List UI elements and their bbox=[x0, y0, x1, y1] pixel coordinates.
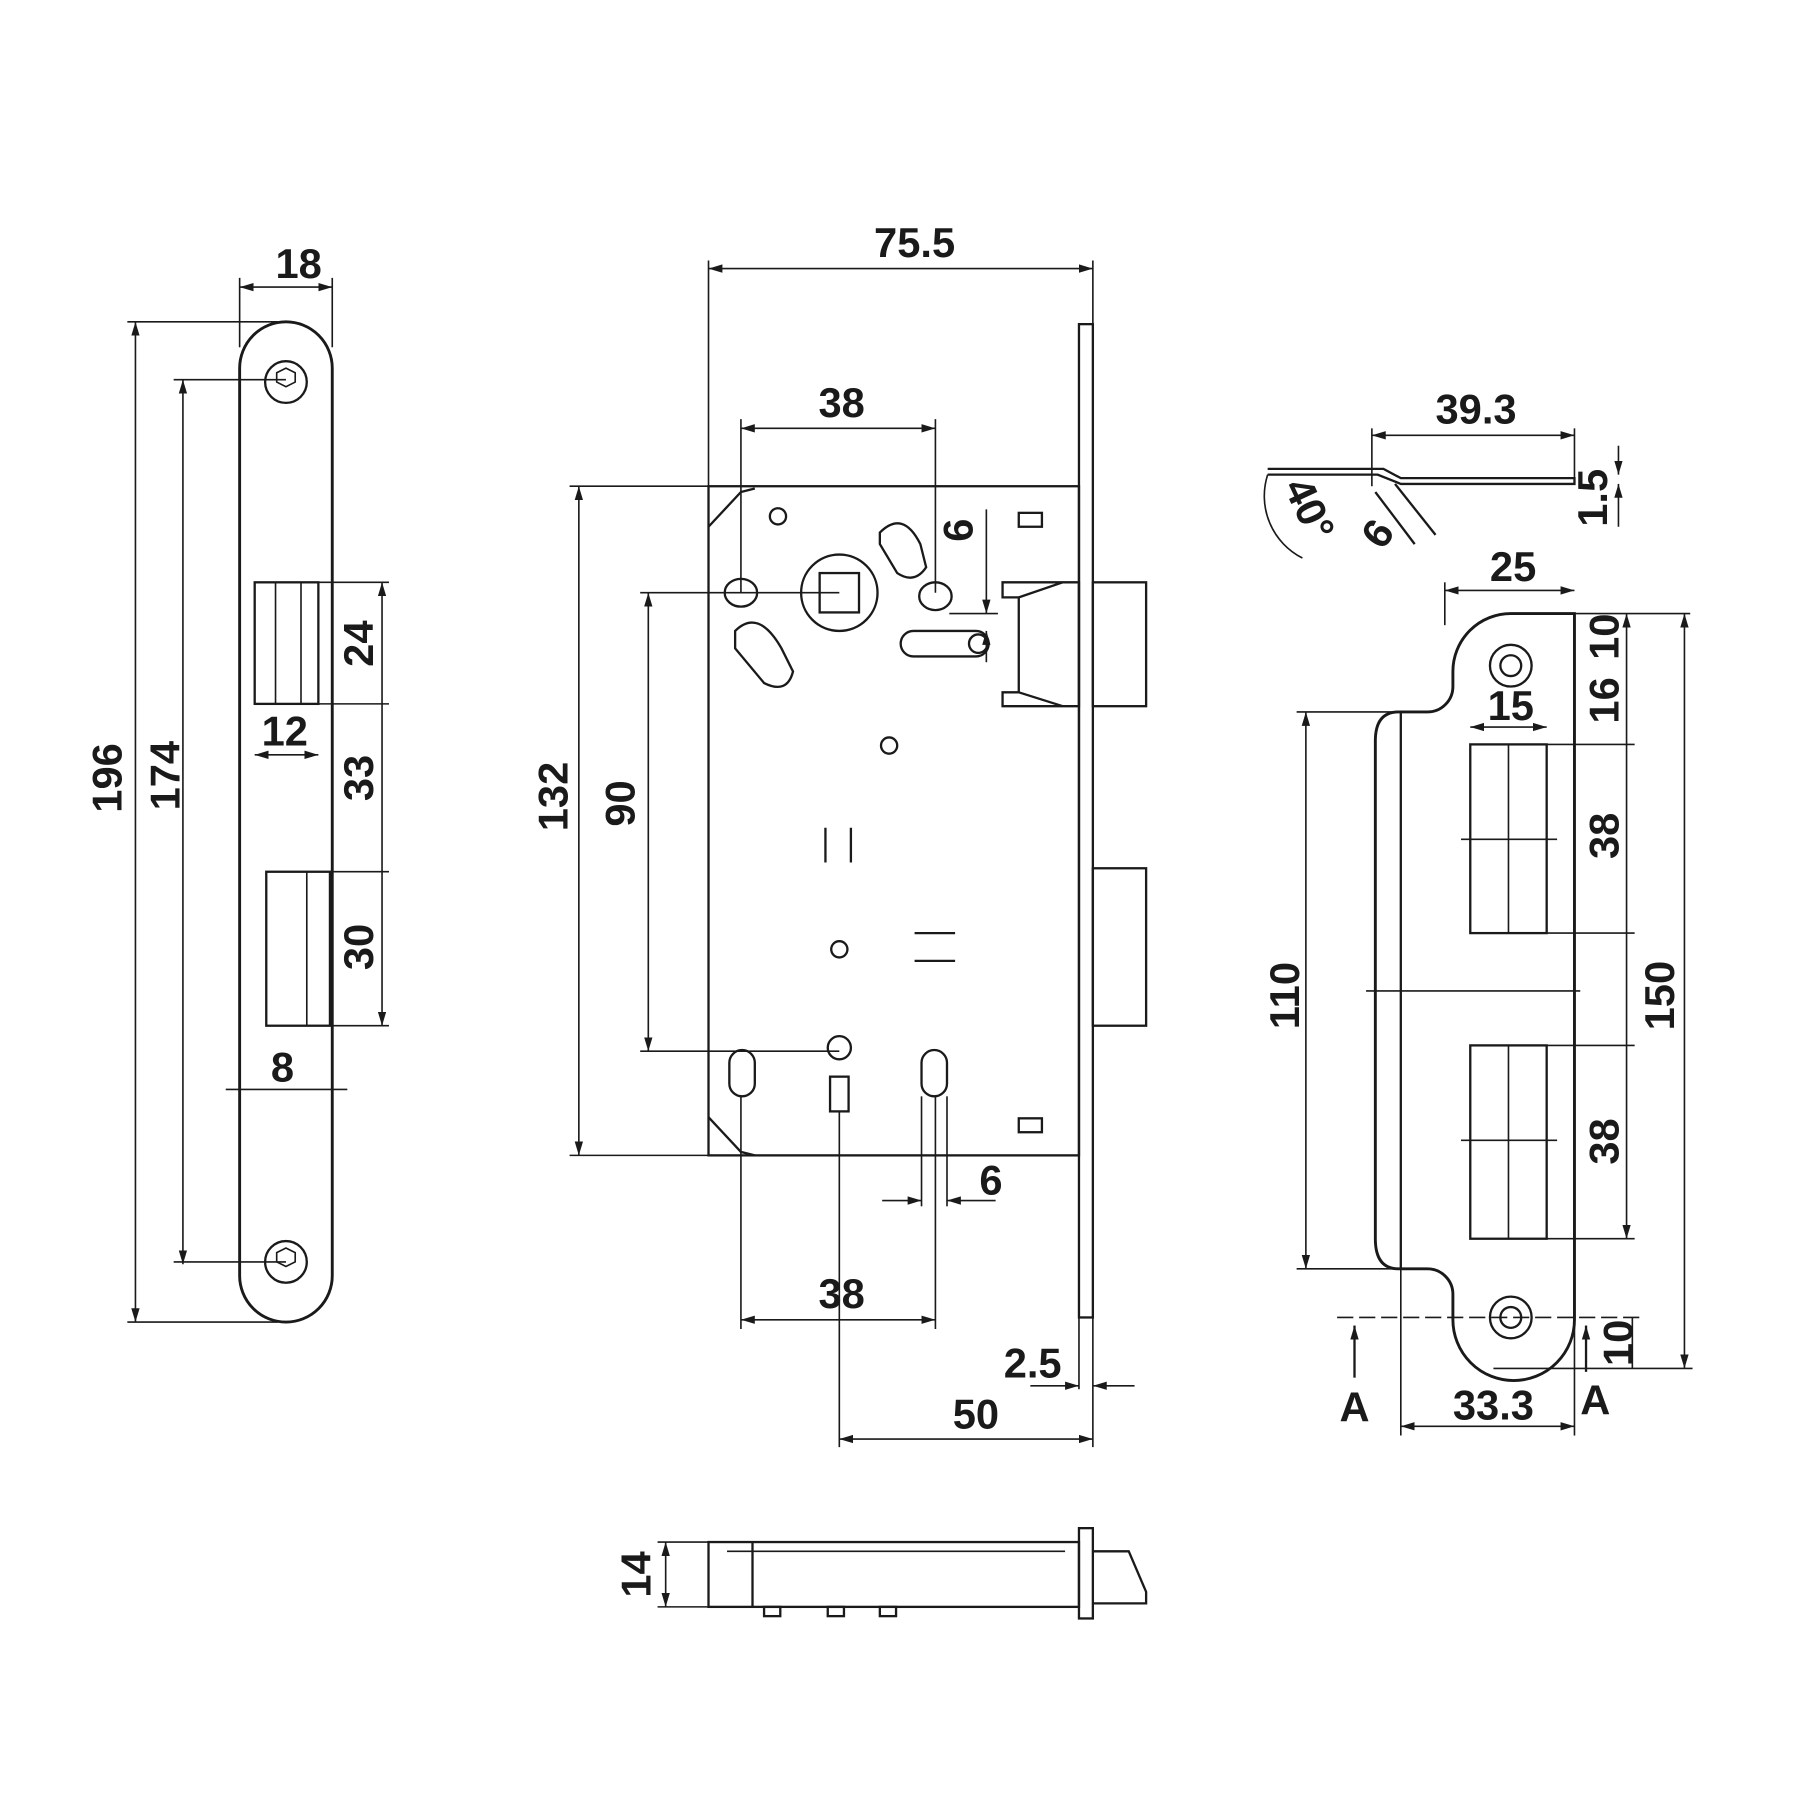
dim-latch-height: 24 bbox=[335, 621, 382, 667]
lock-bottom-view: 14 bbox=[613, 1526, 1148, 1620]
dim-16: 16 bbox=[1580, 677, 1627, 723]
dim-gap: 33 bbox=[335, 755, 382, 801]
latch-bolt bbox=[1091, 581, 1148, 708]
dim-bottom-10: 10 bbox=[1594, 1320, 1641, 1366]
dim-total-height: 150 bbox=[1636, 961, 1683, 1031]
dim-thickness: 1.5 bbox=[1569, 469, 1616, 527]
dim-opening-width: 15 bbox=[1488, 682, 1534, 729]
dim-bottom-38: 38 bbox=[818, 1270, 864, 1317]
strike-plate-view: 25 10 16 15 38 38 110 150 10 33.3 A A bbox=[1261, 543, 1693, 1436]
dim-plate-width: 33.3 bbox=[1453, 1381, 1534, 1428]
dim-opening-1: 38 bbox=[1580, 813, 1627, 859]
dim-bolt-height: 30 bbox=[335, 924, 382, 970]
dim-body-height: 132 bbox=[529, 762, 576, 832]
dim-bolt-width: 8 bbox=[271, 1043, 294, 1090]
dim-top-38: 38 bbox=[818, 379, 864, 426]
screw-icon bbox=[1488, 643, 1533, 688]
dim-faceplate-width: 18 bbox=[276, 240, 322, 287]
dim-angle: 40° bbox=[1275, 471, 1344, 548]
dim-bottom-6: 6 bbox=[979, 1157, 1002, 1204]
bolt-opening bbox=[265, 870, 332, 1027]
latch-opening bbox=[253, 581, 320, 706]
dim-strike-width: 39.3 bbox=[1436, 386, 1517, 433]
section-mark-right: A bbox=[1580, 1377, 1610, 1424]
dim-latch-width: 12 bbox=[262, 708, 308, 755]
dim-faceplate-height: 196 bbox=[84, 743, 131, 813]
dim-overall-depth: 75.5 bbox=[874, 219, 955, 266]
dim-spindle-6: 6 bbox=[934, 519, 981, 542]
dim-backset: 50 bbox=[953, 1391, 999, 1438]
dim-thickness: 14 bbox=[613, 1551, 660, 1597]
screw-icon bbox=[263, 360, 308, 405]
dead-bolt bbox=[1091, 867, 1148, 1027]
dim-opening-2: 38 bbox=[1580, 1118, 1627, 1164]
keyhole-icon bbox=[826, 1034, 853, 1113]
lock-faceplate bbox=[1077, 322, 1095, 1319]
section-mark-left: A bbox=[1339, 1384, 1369, 1431]
dim-top-width: 25 bbox=[1490, 543, 1536, 590]
dim-screw-spacing: 174 bbox=[141, 741, 188, 811]
lock-body-view: 75.5 38 6 132 90 38 6 2.5 50 bbox=[529, 219, 1148, 1448]
dim-inner-height: 110 bbox=[1261, 962, 1308, 1029]
dim-center-distance: 90 bbox=[596, 780, 643, 826]
dim-faceplate-thickness: 2.5 bbox=[1004, 1340, 1062, 1387]
dim-top-10: 10 bbox=[1580, 614, 1627, 660]
strike-section-view: 39.3 40° 6 1.5 bbox=[1263, 386, 1623, 559]
faceplate-front-view: 18 196 174 24 33 30 12 8 bbox=[84, 240, 389, 1324]
